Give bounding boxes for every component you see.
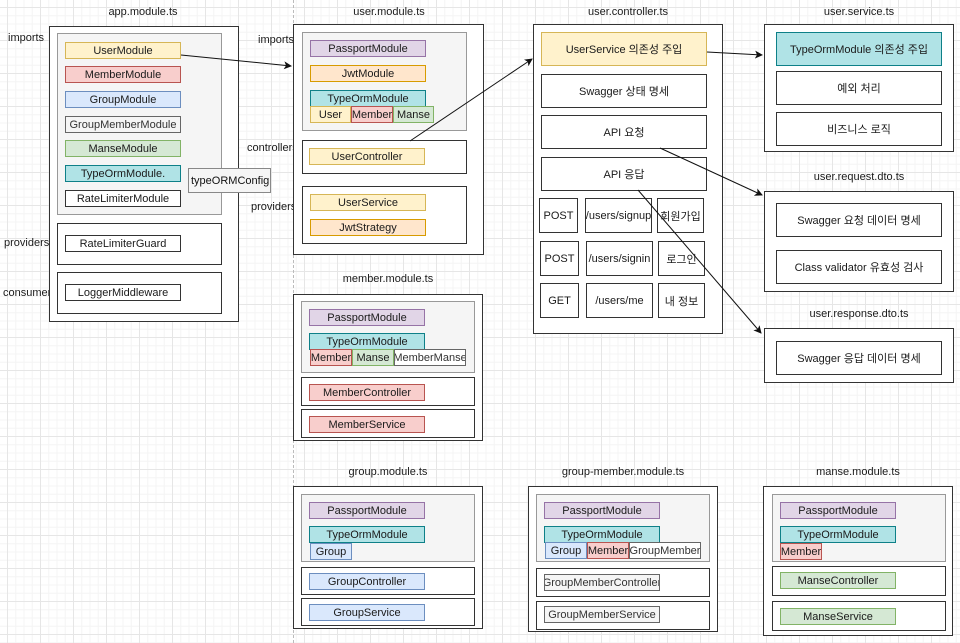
group-import-passport-module[interactable]: PassportModule: [309, 502, 425, 519]
app-import-manse-module[interactable]: ManseModule: [65, 140, 181, 157]
app-import-user-module[interactable]: UserModule: [65, 42, 181, 59]
manse-module-title: manse.module.ts: [816, 466, 900, 478]
member-import-passport-module[interactable]: PassportModule: [309, 309, 425, 326]
route-path-signin[interactable]: /users/signin: [586, 241, 653, 276]
group-entity-group[interactable]: Group: [310, 543, 352, 560]
app-imports-label: imports: [8, 32, 45, 44]
app-import-group-module[interactable]: GroupModule: [65, 91, 181, 108]
user-module-title: user.module.ts: [353, 6, 425, 18]
user-entity-member[interactable]: Member: [351, 106, 393, 123]
member-module-title: member.module.ts: [342, 273, 434, 285]
class-validator-block[interactable]: Class validator 유효성 검사: [776, 250, 942, 284]
member-entity-manse[interactable]: Manse: [352, 349, 394, 366]
app-import-rate-limiter-module[interactable]: RateLimiterModule: [65, 190, 181, 207]
group-controller-item[interactable]: GroupController: [309, 573, 425, 590]
user-provider-jwt-strategy[interactable]: JwtStrategy: [310, 219, 426, 236]
member-provider-member-service[interactable]: MemberService: [309, 416, 425, 433]
group-member-provider-service[interactable]: GroupMemberService: [544, 606, 660, 623]
route-method-signup[interactable]: POST: [539, 198, 578, 233]
user-import-passport-module[interactable]: PassportModule: [310, 40, 426, 57]
group-member-import-typeorm-module[interactable]: TypeOrmModule: [544, 526, 660, 543]
user-provider-user-service[interactable]: UserService: [310, 194, 426, 211]
user-controllers-label: controllers: [247, 142, 298, 154]
route-desc-me[interactable]: 내 정보: [658, 283, 705, 318]
member-controller-item[interactable]: MemberController: [309, 384, 425, 401]
member-entity-member[interactable]: Member: [310, 349, 352, 366]
group-member-module-title: group-member.module.ts: [561, 466, 685, 478]
group-member-controller-item[interactable]: GroupMemberController: [544, 574, 660, 591]
manse-controller-item[interactable]: ManseController: [780, 572, 896, 589]
app-consumer-logger-middleware[interactable]: LoggerMiddleware: [65, 284, 181, 301]
group-import-typeorm-module[interactable]: TypeOrmModule: [309, 526, 425, 543]
group-member-entity-member[interactable]: Member: [587, 542, 629, 559]
user-imports-label: imports: [258, 34, 295, 46]
api-request-block[interactable]: API 요청: [541, 115, 707, 149]
route-method-signin[interactable]: POST: [540, 241, 579, 276]
app-providers-label: providers: [4, 237, 50, 249]
business-logic-block[interactable]: 비즈니스 로직: [776, 112, 942, 146]
group-module-title: group.module.ts: [348, 466, 428, 478]
user-service-injection-block[interactable]: UserService 의존성 주입: [541, 32, 707, 66]
typeorm-config-box[interactable]: typeORMConfig: [188, 168, 271, 193]
user-request-dto-title: user.request.dto.ts: [813, 171, 905, 183]
user-controller-title: user.controller.ts: [587, 6, 669, 18]
user-controller-item[interactable]: UserController: [309, 148, 425, 165]
route-desc-signin[interactable]: 로그인: [658, 241, 705, 276]
app-providers-section[interactable]: [57, 223, 222, 265]
group-member-import-passport-module[interactable]: PassportModule: [544, 502, 660, 519]
typeorm-injection-block[interactable]: TypeOrmModule 의존성 주입: [776, 32, 942, 66]
group-provider-group-service[interactable]: GroupService: [309, 604, 425, 621]
manse-provider-service[interactable]: ManseService: [780, 608, 896, 625]
app-import-typeorm-module[interactable]: TypeOrmModule.: [65, 165, 181, 182]
member-import-typeorm-module[interactable]: TypeOrmModule: [309, 333, 425, 350]
user-entity-user[interactable]: User: [310, 106, 351, 123]
exception-handling-block[interactable]: 예외 처리: [776, 71, 942, 105]
group-member-entity-group[interactable]: Group: [545, 542, 587, 559]
app-import-member-module[interactable]: MemberModule: [65, 66, 181, 83]
app-module-title: app.module.ts: [108, 6, 178, 18]
group-member-entity-group-member[interactable]: GroupMember: [629, 542, 701, 559]
swagger-status-spec-block[interactable]: Swagger 상태 명세: [541, 74, 707, 108]
app-provider-rate-limiter-guard[interactable]: RateLimiterGuard: [65, 235, 181, 252]
api-response-block[interactable]: API 응답: [541, 157, 707, 191]
user-import-jwt-module[interactable]: JwtModule: [310, 65, 426, 82]
user-response-dto-title: user.response.dto.ts: [809, 308, 909, 320]
user-import-typeorm-module[interactable]: TypeOrmModule: [310, 90, 426, 107]
route-method-me[interactable]: GET: [540, 283, 579, 318]
manse-entity-member[interactable]: Member: [780, 543, 822, 560]
route-path-signup[interactable]: /users/signup: [585, 198, 652, 233]
member-entity-member-manse[interactable]: MemberManse: [394, 349, 466, 366]
swagger-response-spec-block[interactable]: Swagger 응답 데이터 명세: [776, 341, 942, 375]
route-path-me[interactable]: /users/me: [586, 283, 653, 318]
manse-import-typeorm-module[interactable]: TypeOrmModule: [780, 526, 896, 543]
user-providers-label: providers: [251, 201, 297, 213]
user-service-title: user.service.ts: [823, 6, 895, 18]
user-entity-manse[interactable]: Manse: [393, 106, 434, 123]
manse-import-passport-module[interactable]: PassportModule: [780, 502, 896, 519]
swagger-request-spec-block[interactable]: Swagger 요청 데이터 명세: [776, 203, 942, 237]
app-import-group-member-module[interactable]: GroupMemberModule: [65, 116, 181, 133]
route-desc-signup[interactable]: 회원가입: [657, 198, 704, 233]
app-consumer-label: consumer: [3, 287, 52, 299]
